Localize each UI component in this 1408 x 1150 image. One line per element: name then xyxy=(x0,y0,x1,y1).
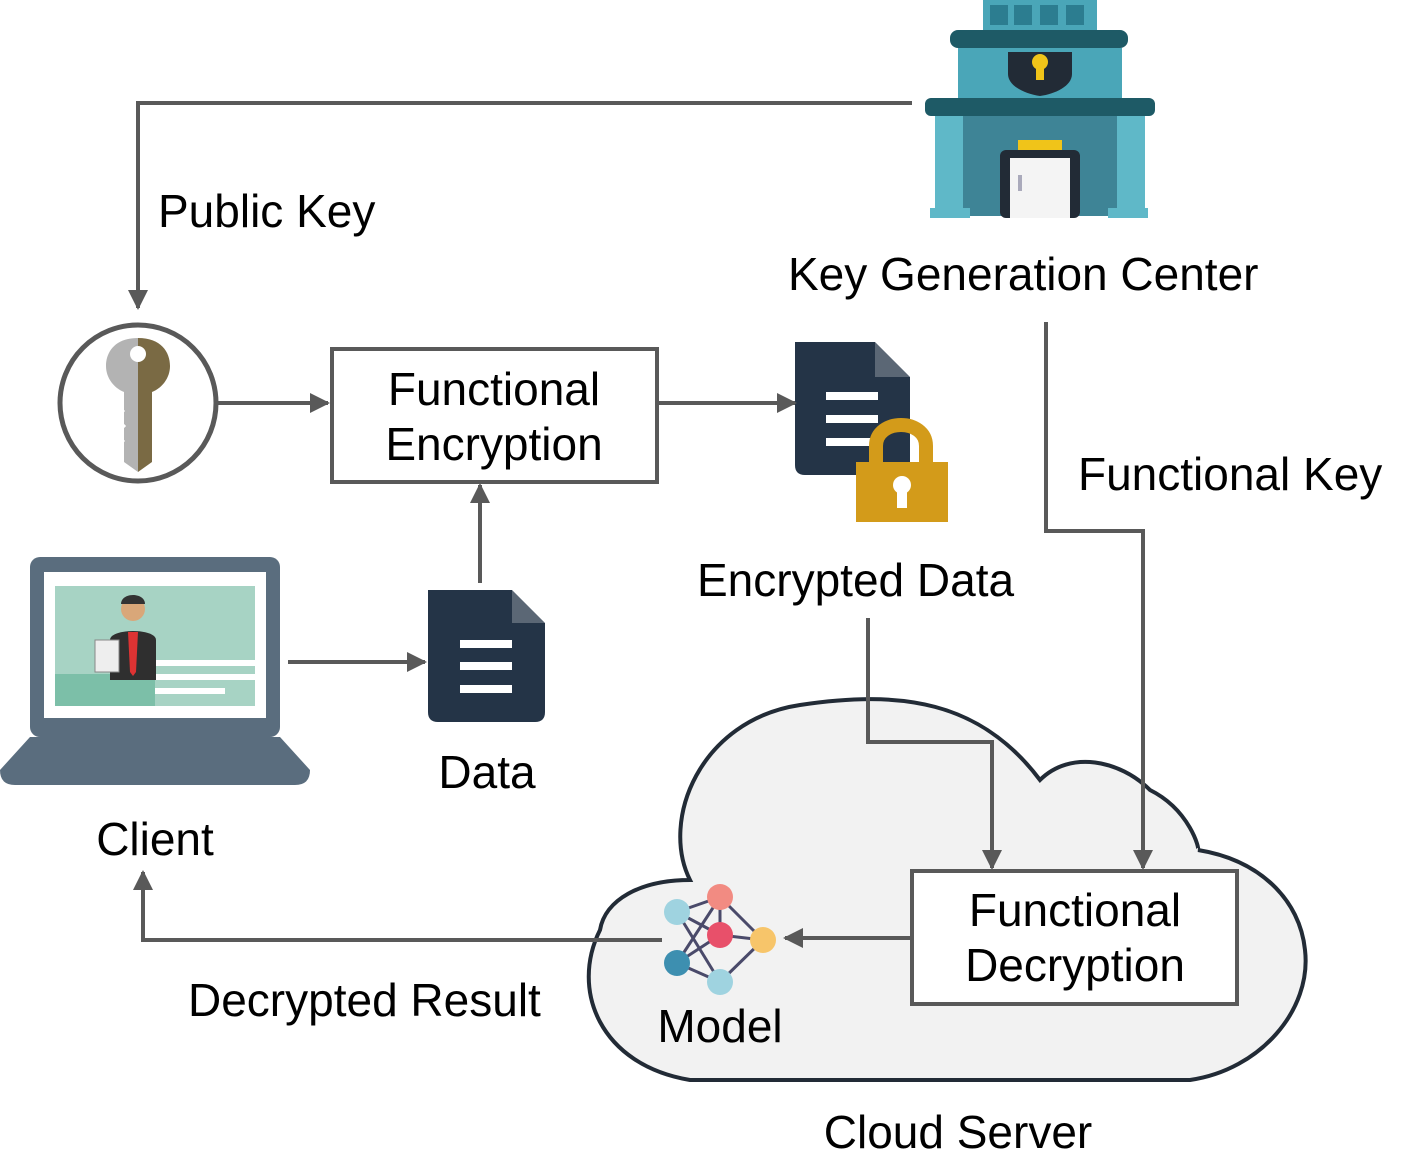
document-icon xyxy=(428,590,545,722)
functional-decryption-line1: Functional xyxy=(969,884,1181,936)
neural-network-icon xyxy=(664,884,776,995)
locked-document-icon xyxy=(795,342,948,522)
functional-encryption-line2: Encryption xyxy=(385,418,602,470)
public-key-label: Public Key xyxy=(158,185,375,237)
key-icon xyxy=(57,322,219,484)
client-label: Client xyxy=(96,813,214,865)
laptop-user-icon xyxy=(0,557,310,785)
functional-encryption-box xyxy=(330,347,659,484)
decrypted-result-arrow xyxy=(133,870,662,942)
functional-encryption-line1: Functional xyxy=(388,363,600,415)
key-generation-center-label: Key Generation Center xyxy=(788,248,1259,300)
encrypted-data-to-decryption-arrow xyxy=(866,618,1002,870)
decrypted-result-label: Decrypted Result xyxy=(188,974,541,1026)
functional-decryption-line2: Decryption xyxy=(965,939,1185,991)
encrypted-data-label: Encrypted Data xyxy=(697,554,1014,606)
functional-decryption-box xyxy=(910,869,1239,1006)
data-label: Data xyxy=(438,746,536,798)
cloud-server-label: Cloud Server xyxy=(824,1106,1092,1150)
building-with-lock-icon xyxy=(925,0,1155,218)
public-key-arrow xyxy=(128,101,912,310)
functional-key-label: Functional Key xyxy=(1078,448,1382,500)
functional-key-arrow xyxy=(1044,322,1153,870)
model-label: Model xyxy=(657,1000,782,1052)
